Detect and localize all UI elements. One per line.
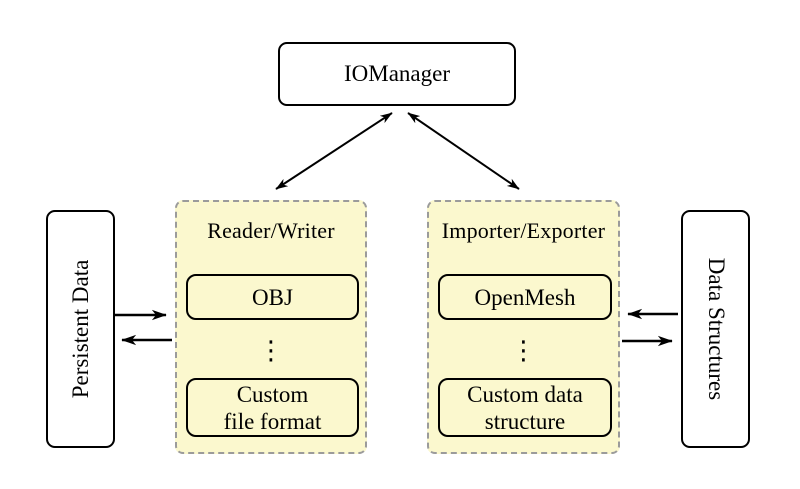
node-custom-file-format-line2: file format xyxy=(223,408,322,434)
node-persistent-data-label: Persistent Data xyxy=(67,259,93,399)
arrow-iomanager-readerwriter xyxy=(275,112,393,190)
node-obj: OBJ xyxy=(186,274,359,320)
node-custom-file-format: Custom file format xyxy=(186,378,359,437)
node-custom-data-structure-line1: Custom data xyxy=(467,381,583,407)
node-persistent-data: Persistent Data xyxy=(46,210,115,448)
group-importer-exporter: Importer/Exporter OpenMesh ⋮ Custom data… xyxy=(427,200,620,454)
vertical-dots-icon: ⋮ xyxy=(510,336,537,366)
node-data-structures: Data Structures xyxy=(681,210,750,448)
node-obj-label: OBJ xyxy=(252,284,293,310)
group-reader-writer: Reader/Writer OBJ ⋮ Custom file format xyxy=(175,200,367,454)
node-custom-data-structure: Custom data structure xyxy=(438,378,612,437)
node-custom-data-structure-line2: structure xyxy=(484,408,566,434)
group-reader-writer-title: Reader/Writer xyxy=(207,218,335,243)
node-openmesh: OpenMesh xyxy=(438,274,612,320)
vertical-dots-icon: ⋮ xyxy=(258,336,284,366)
node-openmesh-label: OpenMesh xyxy=(474,284,576,310)
arrow-iomanager-importerexporter xyxy=(407,112,520,190)
node-iomanager: IOManager xyxy=(278,42,516,106)
node-data-structures-label: Data Structures xyxy=(703,257,729,401)
node-custom-file-format-line1: Custom xyxy=(236,381,309,407)
node-iomanager-label: IOManager xyxy=(343,61,450,86)
group-importer-exporter-title: Importer/Exporter xyxy=(441,218,606,243)
